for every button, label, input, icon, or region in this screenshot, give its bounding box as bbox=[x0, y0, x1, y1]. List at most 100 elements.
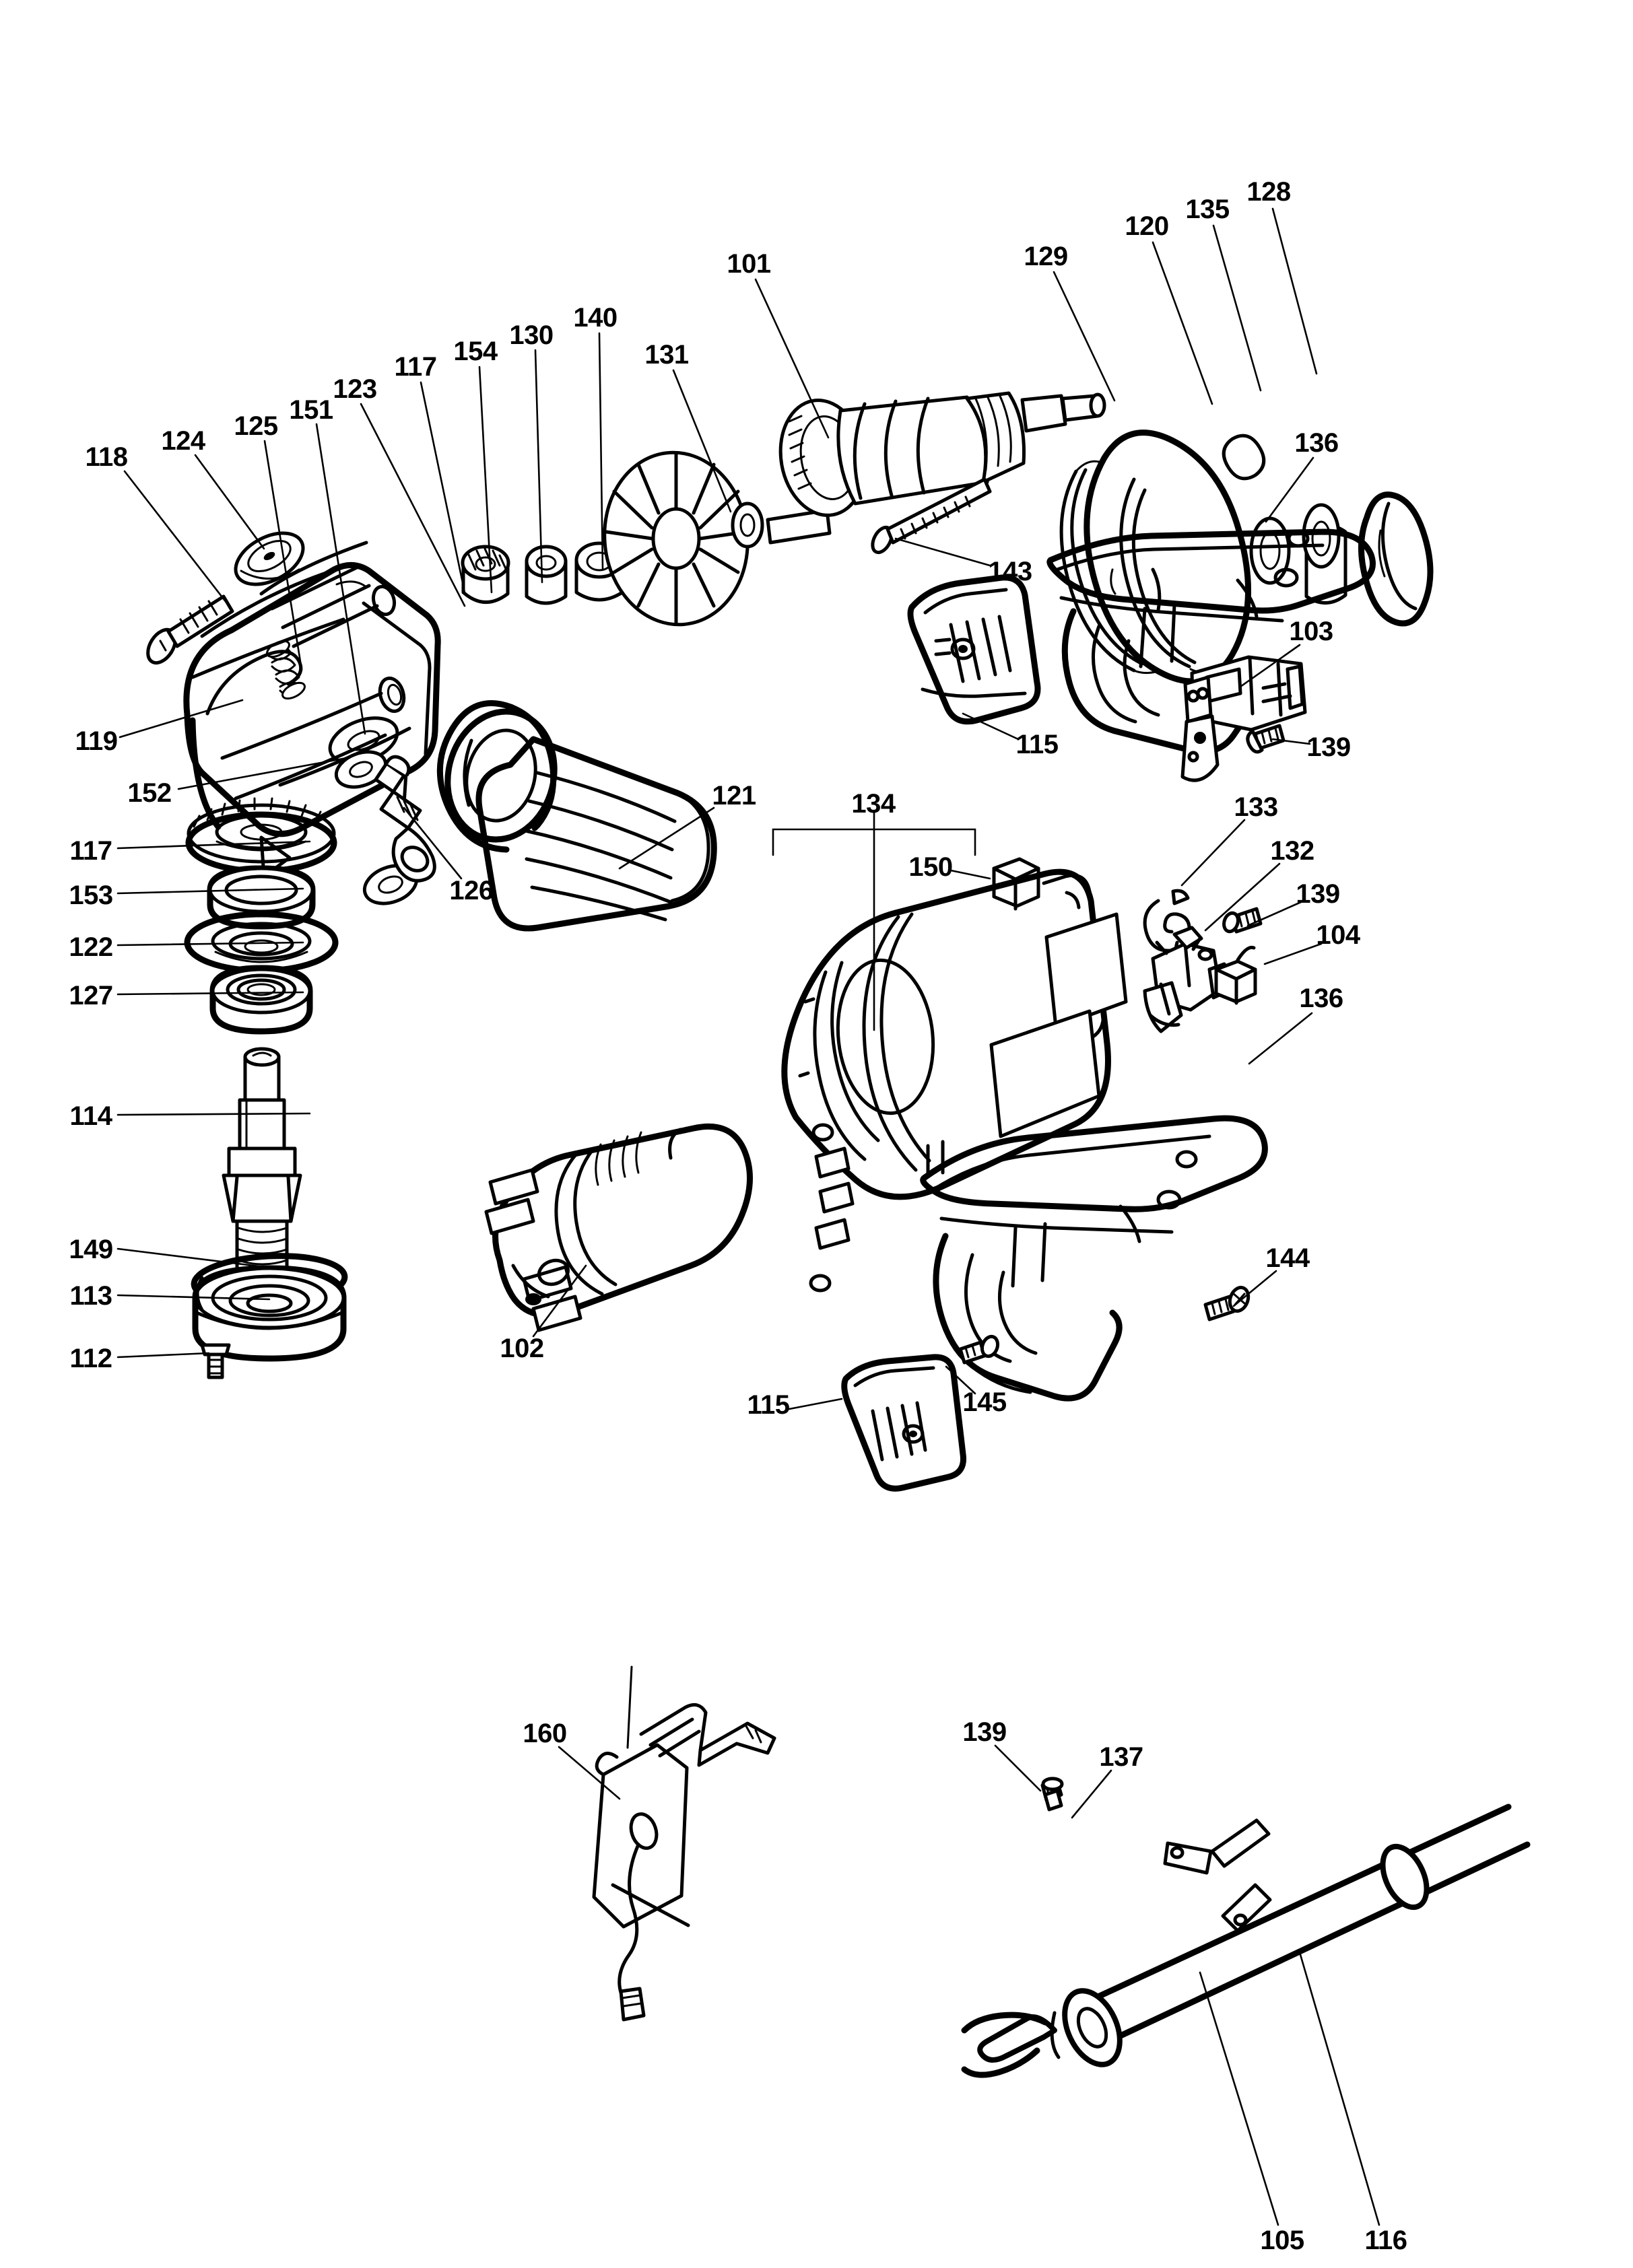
part-122-flange bbox=[184, 911, 339, 974]
leader-line-115 bbox=[962, 712, 1020, 741]
callout-number-117: 117 bbox=[394, 352, 437, 382]
leader-line-119 bbox=[119, 699, 244, 738]
callout-number-122: 122 bbox=[69, 932, 113, 962]
leader-line-123 bbox=[360, 403, 466, 607]
leader-line-117 bbox=[116, 840, 311, 850]
part-116-power-cord bbox=[1062, 1803, 1531, 2067]
part-112-screw bbox=[200, 1343, 231, 1379]
part-135-washer bbox=[1249, 516, 1291, 585]
part-134-motor-housing bbox=[781, 868, 1128, 1293]
leader-line-115 bbox=[788, 1398, 843, 1410]
leader-line-143 bbox=[894, 537, 991, 567]
leader-line-125 bbox=[263, 440, 303, 671]
part-115-cover-upper bbox=[907, 574, 1041, 725]
leader-lines bbox=[116, 207, 1380, 2226]
callout-number-129: 129 bbox=[1024, 242, 1068, 271]
leader-line-145 bbox=[945, 1365, 976, 1395]
part-101-armature bbox=[766, 391, 1106, 545]
part-117-bevel-gear bbox=[185, 797, 337, 874]
callout-number-139: 139 bbox=[962, 1717, 1007, 1747]
callout-number-154: 154 bbox=[453, 337, 498, 366]
leader-line-144 bbox=[1232, 1270, 1277, 1307]
callout-number-115: 115 bbox=[1015, 730, 1059, 759]
callout-number-131: 131 bbox=[644, 340, 689, 370]
part-154-collar bbox=[525, 545, 568, 605]
leader-line-129 bbox=[1053, 271, 1116, 402]
part-119-gear-case bbox=[183, 541, 441, 879]
callout-number-116: 116 bbox=[1364, 2226, 1407, 2255]
callout-number-160: 160 bbox=[523, 1719, 567, 1748]
part-120-end-cap bbox=[1084, 429, 1266, 685]
part-145-screw bbox=[958, 1334, 1000, 1365]
callout-number-140: 140 bbox=[573, 303, 618, 333]
leader-line-117 bbox=[420, 381, 466, 594]
callout-number-124: 124 bbox=[161, 426, 205, 456]
leader-line-139 bbox=[994, 1744, 1042, 1792]
part-144-screw bbox=[1203, 1286, 1251, 1321]
leader-line-153 bbox=[116, 887, 304, 895]
leader-line-127 bbox=[116, 991, 304, 996]
callout-number-128: 128 bbox=[1246, 177, 1291, 207]
callout-number-153: 153 bbox=[69, 881, 113, 910]
leader-line-152 bbox=[177, 756, 352, 790]
leader-line-116 bbox=[1298, 1951, 1380, 2226]
callout-number-139: 139 bbox=[1306, 732, 1351, 762]
leader-line-113 bbox=[116, 1294, 271, 1301]
leader-line-124 bbox=[194, 454, 265, 550]
leader-line-126 bbox=[403, 806, 463, 880]
bracket-134 bbox=[772, 809, 976, 1031]
callout-number-104: 104 bbox=[1316, 920, 1360, 950]
callout-number-132: 132 bbox=[1270, 836, 1314, 866]
part-139-screw-upper bbox=[1246, 724, 1286, 754]
callout-number-151: 151 bbox=[289, 395, 333, 425]
part-114-spindle bbox=[222, 1047, 302, 1273]
callout-number-114: 114 bbox=[69, 1101, 112, 1131]
callout-number-137: 137 bbox=[1099, 1742, 1143, 1772]
callout-number-119: 119 bbox=[75, 726, 118, 756]
leader-line-105 bbox=[1199, 1971, 1279, 2226]
leader-line-130 bbox=[534, 349, 543, 584]
part-102-field bbox=[484, 1123, 855, 1332]
leader-line-135 bbox=[1212, 224, 1262, 392]
leader-line-149 bbox=[116, 1247, 288, 1271]
leader-line-112 bbox=[116, 1352, 210, 1359]
callout-number-152: 152 bbox=[127, 778, 172, 808]
part-115-cover-lower bbox=[841, 1354, 967, 1492]
callout-number-133: 133 bbox=[1234, 792, 1278, 822]
part-137-cord-clamp bbox=[1163, 1818, 1272, 1933]
callout-number-126: 126 bbox=[449, 876, 494, 905]
leader-line-102 bbox=[532, 1264, 587, 1338]
callout-number-115: 115 bbox=[747, 1390, 790, 1420]
leader-line-101 bbox=[754, 278, 830, 439]
part-105-cord-protector bbox=[961, 2011, 1061, 2078]
callout-number-134: 134 bbox=[851, 789, 896, 819]
leader-line-131 bbox=[672, 369, 732, 513]
leader-line-133 bbox=[1180, 819, 1246, 887]
part-103-switch bbox=[1180, 655, 1307, 782]
part-126-lock-pin bbox=[374, 755, 436, 883]
leader-line-104 bbox=[1263, 942, 1323, 965]
part-139-screw-lower bbox=[1040, 1777, 1064, 1812]
callout-number-135: 135 bbox=[1185, 195, 1230, 224]
leader-line-139 bbox=[1246, 901, 1302, 927]
part-143-screw bbox=[871, 477, 992, 555]
callout-number-145: 145 bbox=[962, 1387, 1007, 1417]
callout-number-127: 127 bbox=[69, 981, 113, 1010]
callout-number-130: 130 bbox=[509, 320, 554, 350]
part-104-carbon-brush bbox=[1214, 945, 1257, 1005]
part-160-switch-module bbox=[592, 1665, 776, 2022]
part-118-screw bbox=[146, 594, 234, 665]
callout-number-117: 117 bbox=[69, 836, 112, 866]
callout-number-113: 113 bbox=[69, 1281, 112, 1311]
callout-number-102: 102 bbox=[500, 1334, 544, 1363]
part-139-screw-mid bbox=[1222, 907, 1263, 934]
leader-line-114 bbox=[116, 1112, 311, 1116]
part-152-washer bbox=[334, 750, 388, 789]
callout-number-105: 105 bbox=[1260, 2226, 1304, 2255]
part-131-fan bbox=[603, 450, 749, 627]
callout-number-150: 150 bbox=[908, 852, 953, 882]
leader-line-132 bbox=[1204, 862, 1281, 932]
leader-line-160 bbox=[558, 1746, 621, 1800]
part-127-bearing-upper bbox=[209, 965, 313, 1035]
